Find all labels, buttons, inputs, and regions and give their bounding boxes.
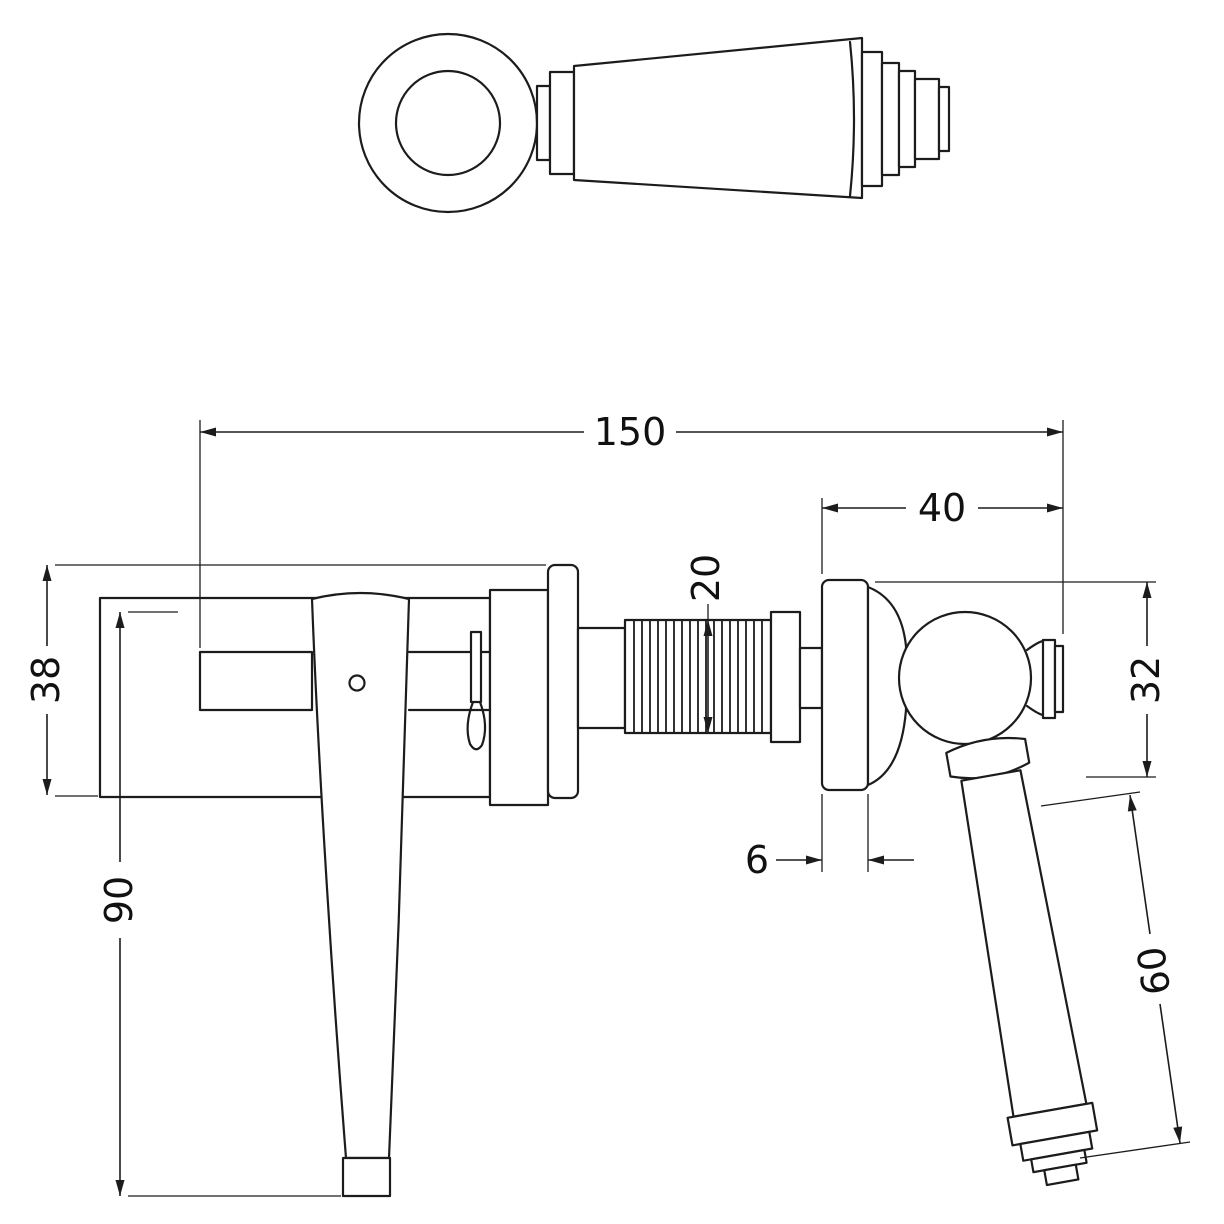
cotter-pin-clip [466,700,487,751]
front-view-valve [98,563,1099,1198]
handle-body-curve [848,40,856,198]
cotter-pin [469,630,483,704]
dimension-annotations: 150 40 38 90 20 32 6 60 [24,410,1191,1197]
dim-60-line-b [1159,1003,1183,1144]
connecting-shaft [798,646,824,710]
extension-lines [55,420,1191,1197]
shaft-block [576,626,627,730]
dim-60-line-a [1127,794,1151,935]
outlet-cap [1053,644,1065,714]
ring-inner [394,69,502,177]
dim-40-label: 40 [918,486,966,530]
diagonal-lever-handle [945,736,1099,1187]
dim-150-label: 150 [594,410,667,454]
spindle [198,650,314,712]
ball-joint [897,610,1033,746]
lever-tip [341,1156,392,1198]
dim-6-label: 6 [745,838,769,882]
dim-90-label: 90 [97,876,141,924]
top-view-lever-handle [357,32,951,214]
dim-38-label: 38 [24,656,68,704]
diagonal-handle-tip [1043,1163,1080,1187]
thread-flange [769,610,802,744]
dim-32-label: 32 [1124,656,1168,704]
collar-band-1 [535,84,552,162]
wall-plate-right [820,578,870,792]
bell-cone [866,585,908,787]
back-nut [488,588,550,807]
dim-60-label: 60 [1129,944,1179,998]
lever-handle-front [310,591,411,1160]
handle-body [572,36,864,200]
end-ring-1 [860,50,884,188]
end-ring-2 [880,61,901,177]
dim-20-label: 20 [684,554,728,602]
collar-band-2 [548,70,576,176]
lever-screw-hole [348,674,366,692]
diagonal-handle-body [960,769,1088,1118]
end-ring-4 [913,77,941,161]
end-ring-3 [897,69,917,169]
wall-plate-left [546,563,580,800]
end-tip [937,85,951,153]
outlet-ring [1041,638,1057,720]
